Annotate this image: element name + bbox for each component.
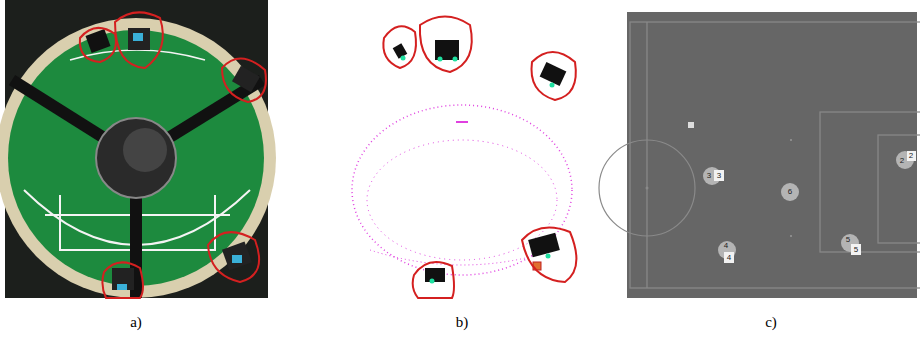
robot-number: 5 [854,246,858,254]
robot-number: 4 [727,254,731,262]
robot-number: 3 [717,172,721,180]
robot-number: 2 [900,157,904,165]
robot-number: 4 [724,242,728,250]
robot-number: 3 [707,172,711,180]
panel-label: b) [456,315,469,330]
robot-number: 6 [788,188,792,196]
world-model [599,12,920,298]
robot-number: 5 [846,236,850,244]
segmentation-image [352,17,576,299]
camera-image [0,0,276,298]
panel-label: a) [130,315,142,330]
robot-number: 2 [909,152,913,160]
panel-label: c) [765,315,777,330]
